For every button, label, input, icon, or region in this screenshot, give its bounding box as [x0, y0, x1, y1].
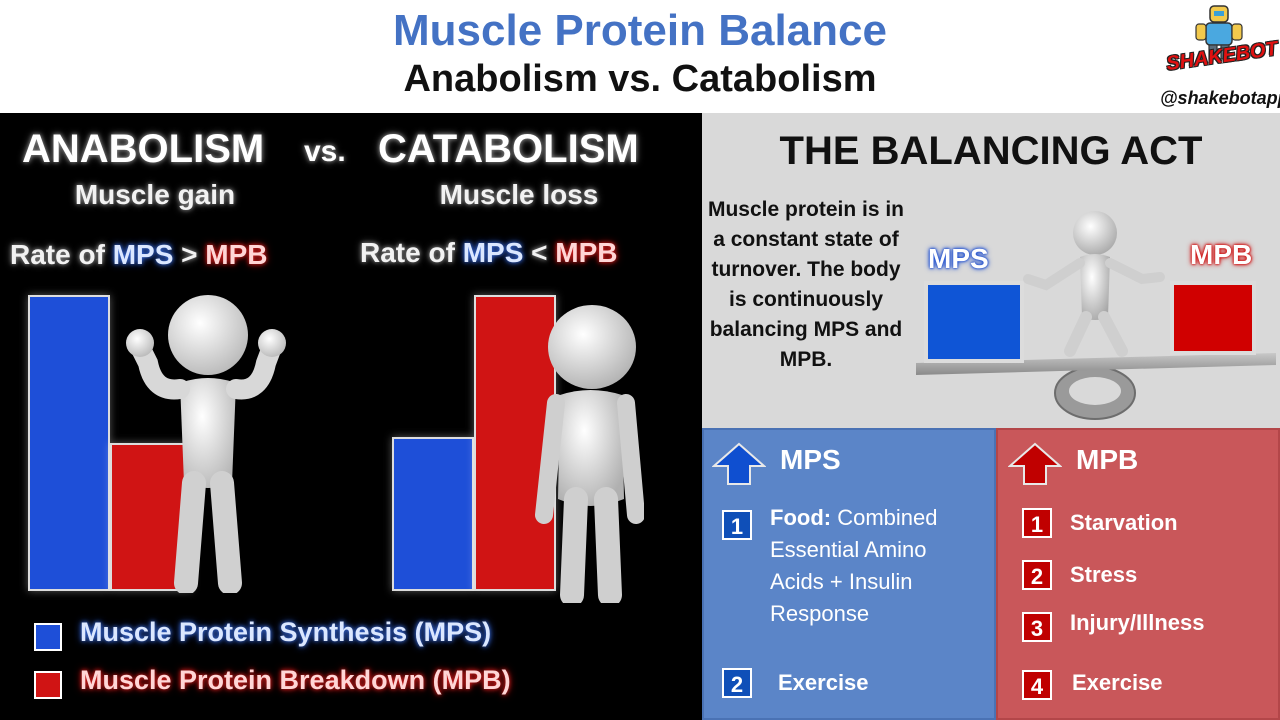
legend-swatch-mps — [34, 623, 62, 651]
mpb-item-3-number: 3 — [1022, 612, 1052, 642]
scale-label-mps: MPS — [928, 243, 989, 274]
mpb-item-3: Injury/Illness — [1070, 610, 1205, 635]
standing-figure-icon — [535, 305, 644, 603]
legend-swatch-mpb — [34, 671, 62, 699]
rate-mps: MPS — [112, 239, 174, 270]
header: Muscle Protein Balance Anabolism vs. Cat… — [0, 0, 1280, 113]
mpb-item-2: Stress — [1070, 562, 1138, 587]
muscle-loss-label: Muscle loss — [439, 179, 599, 210]
anabolism-mps-bar — [28, 295, 110, 591]
vs-label: vs. — [304, 135, 346, 168]
mps-item-2-number: 2 — [722, 668, 752, 698]
mpb-item-4: Exercise — [1072, 670, 1163, 695]
page-title: Muscle Protein Balance — [393, 6, 887, 55]
rate-mps: MPS — [462, 237, 524, 268]
flexing-figure-icon — [126, 295, 286, 593]
anabolism-vs-catabolism-panel: ANABOLISM vs. CATABOLISM Muscle gain Mus… — [0, 113, 702, 720]
legend-label-mpb: Muscle Protein Breakdown (MPB) — [80, 665, 511, 695]
balancing-act-description: Muscle protein is in a constant state of… — [707, 198, 905, 371]
mpb-item-1-number: 1 — [1022, 508, 1052, 538]
page-subtitle: Anabolism vs. Catabolism — [403, 58, 877, 100]
rate-mpb: MPB — [555, 237, 618, 268]
mpb-box-heading: MPB — [1076, 444, 1139, 475]
rate-loss-text: Rate of MPS < MPB — [360, 237, 618, 269]
mps-item-1-text: Combined Essential Amino Acids + Insulin… — [770, 505, 938, 626]
mps-factors-box: MPS 1 Food: Combined Essential Amino Aci… — [702, 428, 996, 720]
catabolism-mpb-bar — [474, 295, 556, 591]
balancing-act-heading: THE BALANCING ACT — [779, 129, 1203, 173]
balance-scale-icon — [916, 211, 1276, 420]
mps-item-1-number: 1 — [722, 510, 752, 540]
mpb-item-4-number: 4 — [1022, 670, 1052, 700]
robot-mascot-icon — [1195, 5, 1243, 60]
rate-operator: < — [523, 237, 556, 268]
mpb-factors-box: MPB 1 Starvation 2 Stress 3 Injury/Illne… — [996, 428, 1280, 720]
mps-item-1: Food: Combined Essential Amino Acids + I… — [770, 502, 966, 630]
rate-prefix: Rate of — [360, 237, 463, 268]
catabolism-heading: CATABOLISM — [378, 127, 639, 171]
mps-item-1-bold: Food: — [770, 505, 832, 530]
mpb-item-2-number: 2 — [1022, 560, 1052, 590]
mps-box-heading: MPS — [780, 444, 841, 475]
shakebot-logo: SHAKEBOT @shakebotapp — [1160, 4, 1280, 110]
muscle-gain-label: Muscle gain — [74, 179, 236, 210]
scale-label-mpb: MPB — [1190, 239, 1253, 270]
social-handle[interactable]: @shakebotapp — [1160, 88, 1280, 108]
up-arrow-icon — [712, 442, 766, 485]
mps-item-2: Exercise — [778, 670, 869, 695]
anabolism-heading: ANABOLISM — [22, 127, 265, 171]
mpb-item-1: Starvation — [1070, 510, 1178, 535]
rate-mpb: MPB — [205, 239, 268, 270]
rate-operator: > — [173, 239, 206, 270]
balancing-act-panel: THE BALANCING ACT Muscle protein is in a… — [702, 113, 1280, 428]
up-arrow-icon — [1008, 442, 1062, 485]
catabolism-mps-bar — [392, 437, 474, 591]
rate-prefix: Rate of — [10, 239, 113, 270]
rate-gain-text: Rate of MPS > MPB — [10, 239, 268, 271]
legend-label-mps: Muscle Protein Synthesis (MPS) — [80, 617, 492, 647]
